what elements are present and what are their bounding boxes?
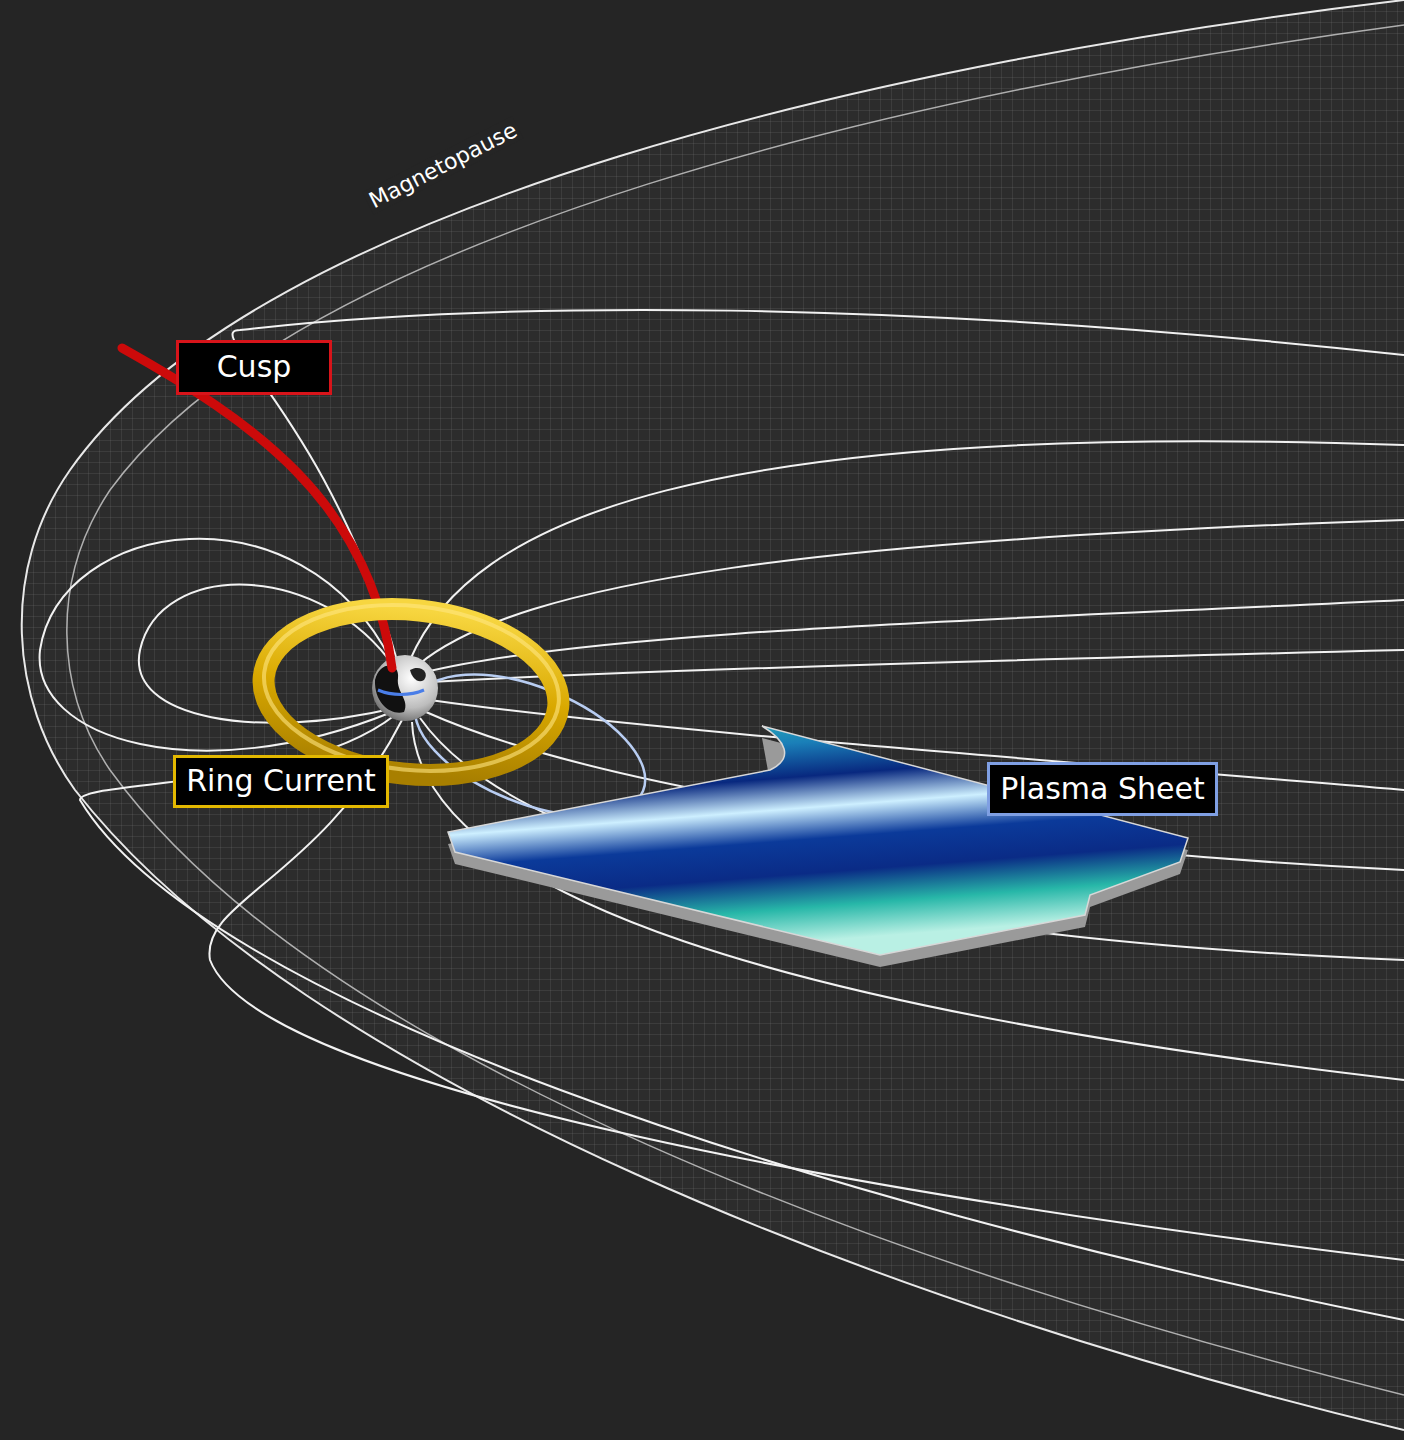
plasma-sheet: [448, 726, 1188, 955]
field-line: [410, 441, 1404, 660]
earth-landmass: [410, 668, 426, 681]
field-line: [420, 718, 1404, 960]
label-box: Cusp: [176, 340, 332, 395]
field-lines: [40, 310, 1404, 1320]
box-label: Plasma Sheet: [1000, 772, 1204, 807]
magnetopause-inner-outline: [67, 25, 1404, 1395]
field-line: [418, 520, 1404, 665]
magnetopause-mesh: [22, 0, 1404, 1430]
field-line: [412, 722, 1404, 1080]
field-line: [425, 600, 1404, 672]
magnetopause-outline: [22, 0, 1404, 1430]
box-label: Ring Current: [186, 764, 375, 799]
magnetopause-surface: [22, 0, 1404, 1430]
auroral-oval: [378, 690, 424, 695]
earth: [372, 655, 438, 721]
box-label: Cusp: [217, 350, 292, 385]
label-box: Plasma Sheet: [987, 762, 1218, 816]
field-line: [80, 715, 1404, 1320]
region-label: Magnetopause: [362, 116, 523, 215]
label-box: Ring Current: [173, 755, 389, 808]
field-line: [430, 650, 1404, 682]
